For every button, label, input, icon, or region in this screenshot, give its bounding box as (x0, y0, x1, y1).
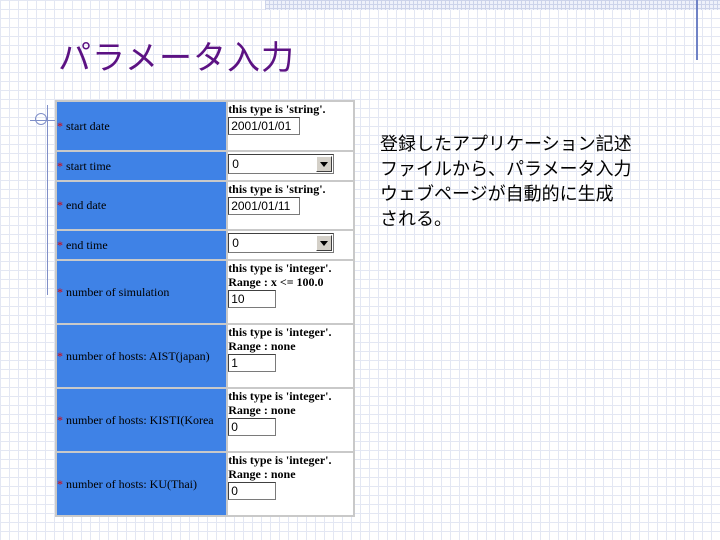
field-input-cell: this type is 'integer'. Range : none 1 (228, 325, 353, 387)
description-line: ファイルから、パラメータ入力 (380, 159, 632, 180)
type-hint: this type is 'integer'. (228, 389, 332, 403)
hosts-ku-input[interactable]: 0 (228, 482, 277, 500)
form-row-hosts-ku: * number of hosts: KU(Thai) this type is… (57, 453, 353, 515)
end-date-input[interactable]: 2001/01/11 (228, 197, 301, 215)
start-date-input[interactable]: 2001/01/01 (228, 117, 301, 135)
field-label-cell: * number of hosts: AIST(japan) (57, 325, 227, 387)
range-hint: Range : none (228, 403, 296, 417)
field-label-end-date: end date (66, 198, 107, 212)
start-time-select[interactable]: 0 (228, 154, 335, 174)
parameter-form: * start date this type is 'string'. 2001… (55, 100, 355, 517)
description-line: される。 (380, 209, 452, 230)
required-marker: * (57, 412, 63, 427)
field-label-cell: * number of hosts: KISTI(Korea (57, 389, 227, 451)
range-hint: Range : x <= 100.0 (228, 275, 324, 289)
top-decoration-band (265, 0, 720, 10)
form-row-end-time: * end time 0 (57, 231, 353, 259)
description-line: ウェブページが自動的に生成 (380, 184, 614, 205)
field-label-end-time: end time (66, 237, 108, 252)
required-marker: * (57, 118, 63, 133)
field-input-cell: 0 (228, 152, 353, 180)
form-row-hosts-aist: * number of hosts: AIST(japan) this type… (57, 325, 353, 387)
field-label-hosts-ku: number of hosts: KU(Thai) (66, 476, 197, 491)
field-label-cell: * end date (57, 182, 227, 229)
select-value: 0 (232, 157, 239, 171)
range-hint: Range : none (228, 467, 296, 481)
field-label-hosts-kisti: number of hosts: KISTI(Korea (66, 412, 214, 427)
field-label-hosts-aist: number of hosts: AIST(japan) (66, 348, 210, 363)
type-hint: this type is 'string'. (228, 102, 326, 116)
field-input-cell: 0 (228, 231, 353, 259)
required-marker: * (57, 348, 63, 363)
slide-description: 登録したアプリケーション記述 ファイルから、パラメータ入力 ウェブページが自動的… (380, 132, 690, 232)
field-label-cell: * number of hosts: KU(Thai) (57, 453, 227, 515)
form-row-start-time: * start time 0 (57, 152, 353, 180)
type-hint: this type is 'integer'. (228, 325, 332, 339)
type-hint: this type is 'integer'. (228, 261, 332, 275)
left-accent-crossbar (30, 120, 64, 121)
required-marker: * (57, 476, 63, 491)
hosts-aist-input[interactable]: 1 (228, 354, 277, 372)
field-label-cell: * start date (57, 102, 227, 150)
select-value: 0 (232, 236, 239, 250)
field-input-cell: this type is 'string'. 2001/01/01 (228, 102, 353, 150)
type-hint: this type is 'integer'. (228, 453, 332, 467)
field-label-start-date: start date (66, 118, 110, 133)
form-row-hosts-kisti: * number of hosts: KISTI(Korea this type… (57, 389, 353, 451)
right-accent-line (696, 0, 698, 60)
field-label-start-time: start time (66, 158, 111, 173)
required-marker: * (57, 237, 63, 252)
slide-title: パラメータ入力 (58, 38, 296, 77)
required-marker: * (57, 284, 63, 299)
form-row-number-of-simulation: * number of simulation this type is 'int… (57, 261, 353, 323)
chevron-down-icon[interactable] (316, 235, 333, 251)
chevron-down-icon[interactable] (316, 156, 333, 172)
type-hint: this type is 'string'. (228, 182, 326, 196)
field-label-cell: * number of simulation (57, 261, 227, 323)
field-label-number-of-simulation: number of simulation (66, 284, 170, 299)
form-row-start-date: * start date this type is 'string'. 2001… (57, 102, 353, 150)
number-of-simulation-input[interactable]: 10 (228, 290, 277, 308)
left-accent-line (47, 105, 48, 295)
end-time-select[interactable]: 0 (228, 233, 335, 253)
field-label-cell: * start time (57, 152, 227, 180)
form-row-end-date: * end date this type is 'string'. 2001/0… (57, 182, 353, 229)
description-line: 登録したアプリケーション記述 (380, 134, 632, 155)
required-marker: * (57, 158, 63, 173)
field-input-cell: this type is 'string'. 2001/01/11 (228, 182, 353, 229)
required-marker: * (57, 198, 63, 212)
range-hint: Range : none (228, 339, 296, 353)
circle-crosshair-icon (35, 113, 47, 125)
field-label-cell: * end time (57, 231, 227, 259)
hosts-kisti-input[interactable]: 0 (228, 418, 277, 436)
field-input-cell: this type is 'integer'. Range : none 0 (228, 453, 353, 515)
field-input-cell: this type is 'integer'. Range : x <= 100… (228, 261, 353, 323)
field-input-cell: this type is 'integer'. Range : none 0 (228, 389, 353, 451)
